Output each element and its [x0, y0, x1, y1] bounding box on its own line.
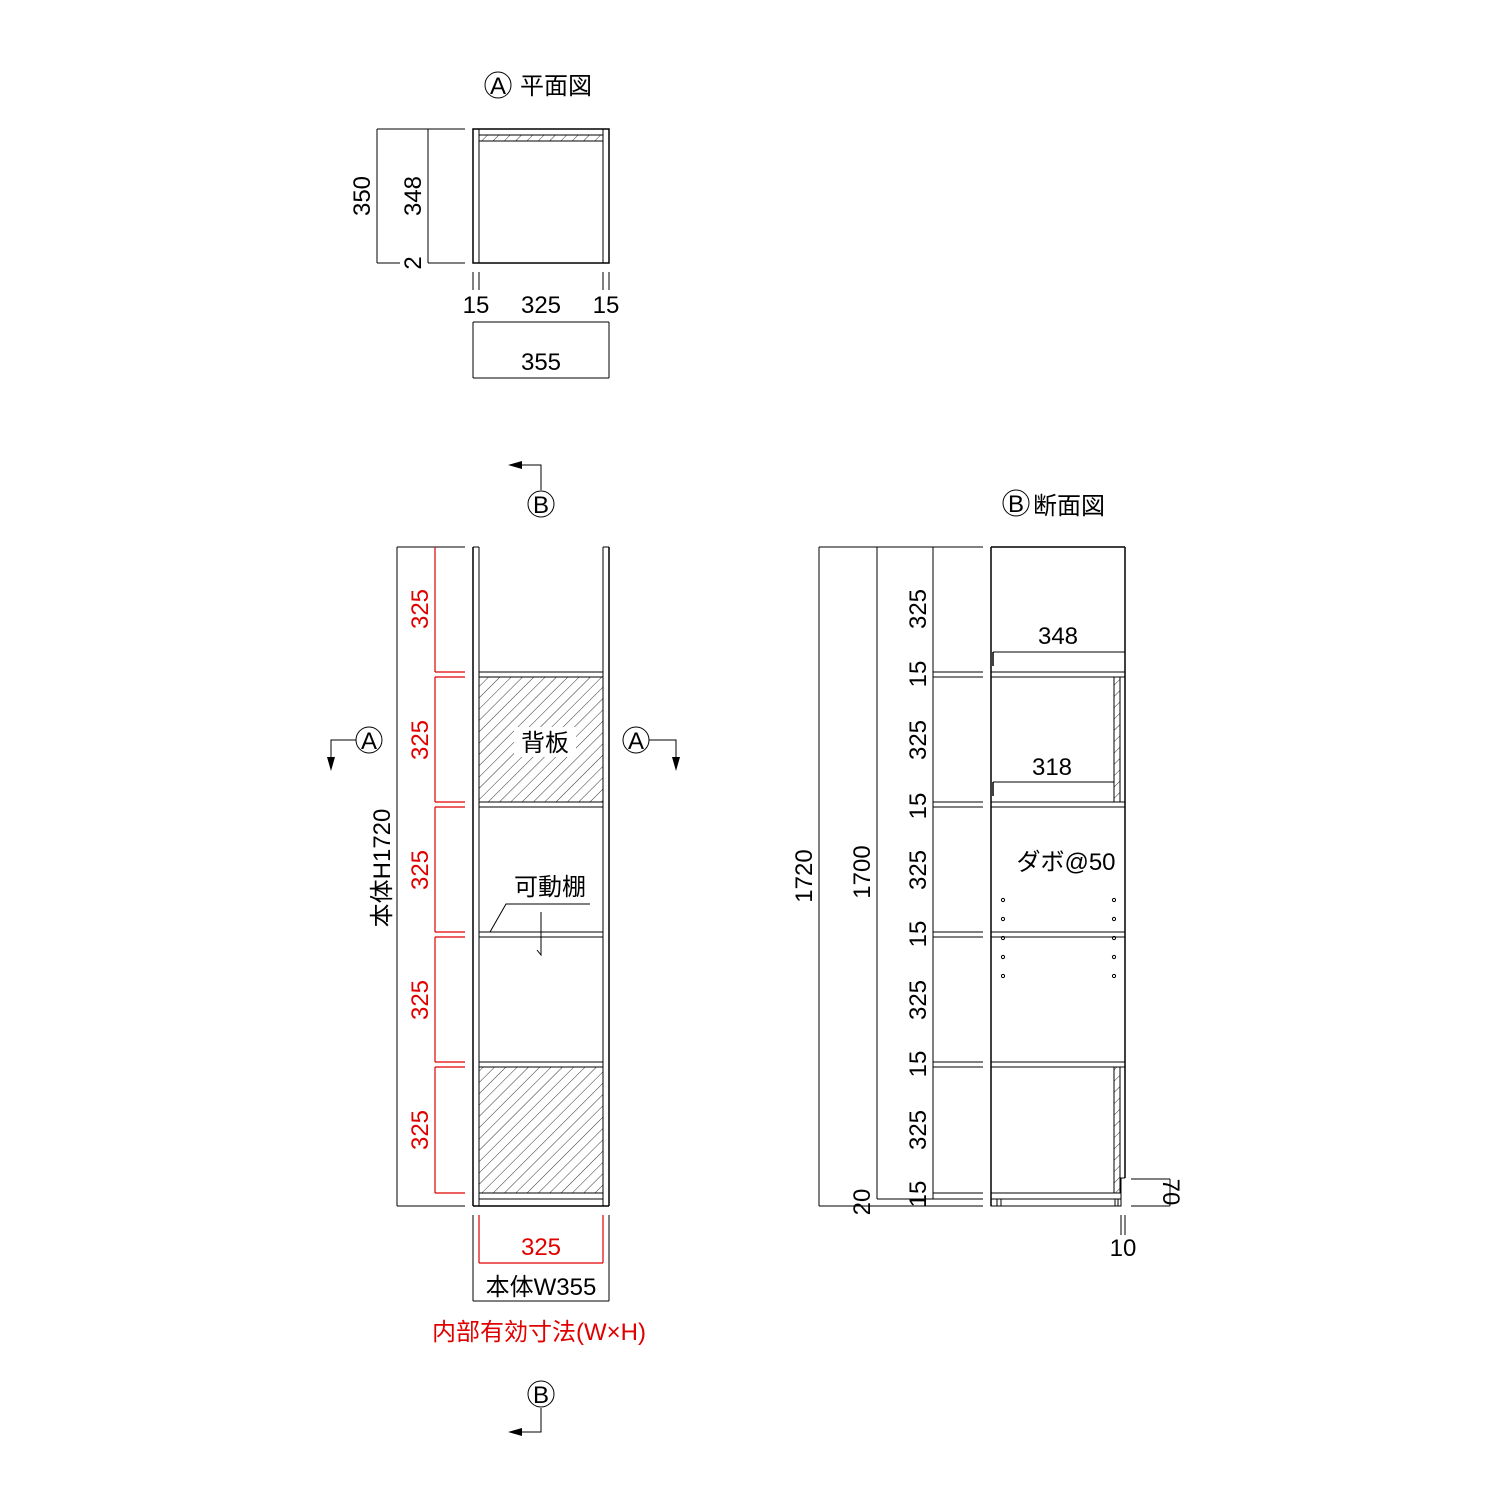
back-panel-lower	[478, 1066, 604, 1194]
dim-348: 348	[400, 176, 427, 216]
stack-dim: 325	[905, 980, 932, 1020]
height-label: 本体H1720	[369, 809, 396, 928]
opening-height-2: 325	[407, 720, 434, 760]
inner-width: 325	[521, 1234, 561, 1261]
bottom-shelf	[478, 1192, 604, 1200]
shelf-depth: 318	[1032, 754, 1072, 781]
marker-circle-icon	[484, 71, 512, 99]
marker-circle-icon	[527, 490, 555, 518]
section-marker-bottom: B	[533, 1382, 549, 1409]
kick-setback: 10	[1110, 1235, 1137, 1262]
stack-dim: 325	[905, 1110, 932, 1150]
top-depth: 348	[1038, 623, 1078, 650]
stack-dim: 15	[905, 1051, 932, 1078]
shelf	[478, 671, 604, 678]
dim-15-left: 15	[463, 292, 490, 319]
stack-dim: 325	[905, 720, 932, 760]
marker-circle-icon	[527, 1380, 555, 1408]
front-elevation: B B A A 背板 可動棚 本体H1720 325 325 325 325 3…	[327, 461, 680, 1436]
width-label: 本体W355	[486, 1274, 597, 1301]
red-dims	[434, 547, 465, 1194]
cut-marker-right: A	[628, 728, 644, 755]
plan-view: A 平面図 350 348 2 15 325 15 355	[349, 71, 620, 379]
stack-dim: 15	[905, 921, 932, 948]
section-marker-top: B	[533, 492, 549, 519]
plan-marker: A	[490, 73, 506, 100]
dim-15-right: 15	[593, 292, 620, 319]
dowel-holes	[1000, 897, 1117, 979]
section-view: B 断面図 348 318 ダボ@50 1720 1700 20 325 15 …	[791, 489, 1184, 1262]
dim-355: 355	[521, 349, 561, 376]
stack-dim: 325	[905, 589, 932, 629]
back-panel-section	[1113, 676, 1121, 803]
opening-height-4: 325	[407, 980, 434, 1020]
inner-height: 1700	[849, 845, 876, 898]
stack-dim: 15	[905, 1181, 932, 1208]
back-panel-label: 背板	[521, 730, 569, 757]
cut-marker-left: A	[361, 728, 377, 755]
stack-dim: 325	[905, 850, 932, 890]
inner-dimension-caption: 内部有効寸法(W×H)	[432, 1319, 646, 1346]
section-marker: B	[1008, 491, 1024, 518]
shelf	[478, 1061, 604, 1068]
dim-350: 350	[349, 176, 376, 216]
dim-325: 325	[521, 292, 561, 319]
back-panel-section	[1113, 1066, 1121, 1194]
adjust-arrow-icon	[536, 912, 542, 957]
plan-title: 平面図	[520, 73, 592, 100]
movable-shelf-label: 可動棚	[514, 874, 586, 901]
shelf	[478, 801, 604, 808]
stack-dim: 15	[905, 793, 932, 820]
kick-height: 70	[1157, 1179, 1184, 1206]
opening-height-5: 325	[407, 1110, 434, 1150]
section-title: 断面図	[1033, 493, 1105, 520]
stack-dim: 15	[905, 661, 932, 688]
total-height: 1720	[791, 849, 818, 902]
dowel-label: ダボ@50	[1016, 849, 1115, 876]
back-panel-hatch	[478, 134, 604, 142]
opening-height-3: 325	[407, 850, 434, 890]
opening-height-1: 325	[407, 589, 434, 629]
plinth-height: 20	[849, 1189, 876, 1216]
dim-2: 2	[400, 256, 427, 269]
marker-circle-icon	[1002, 489, 1030, 517]
